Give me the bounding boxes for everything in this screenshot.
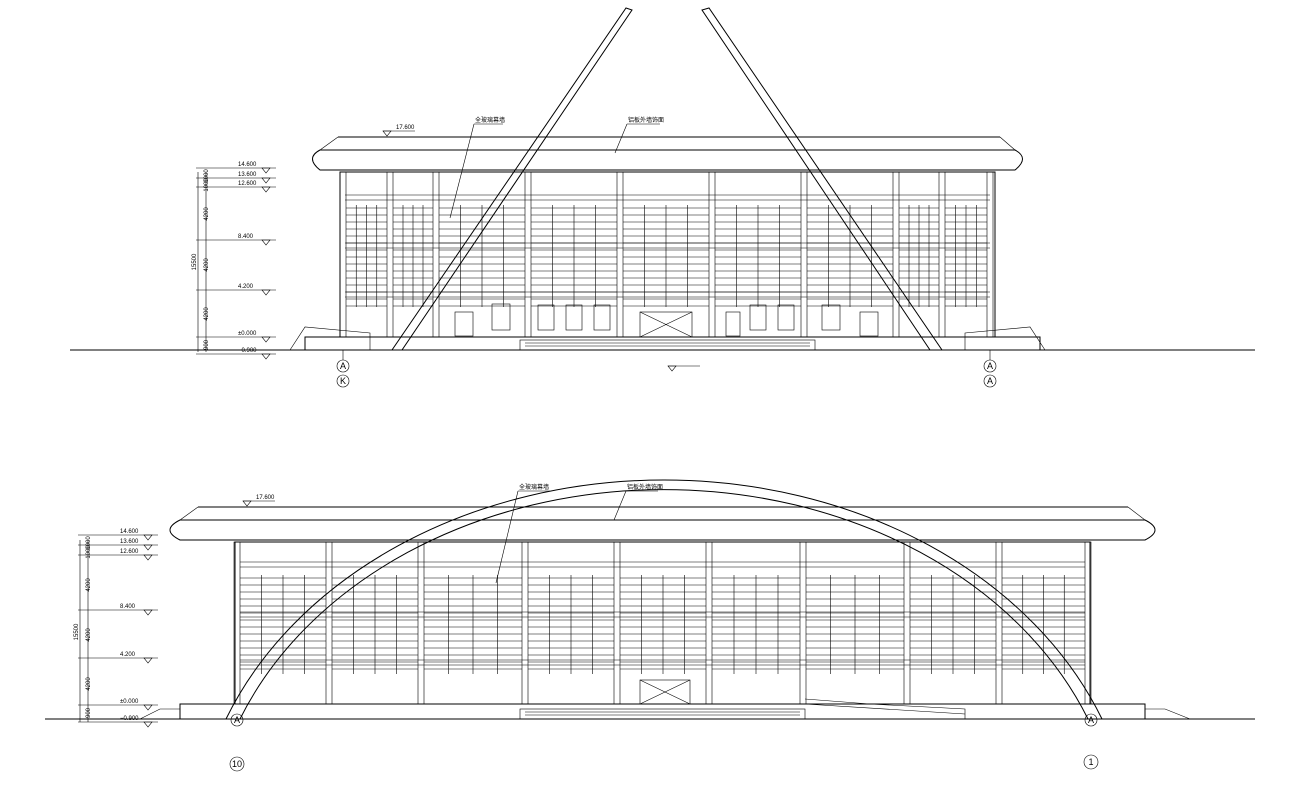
dim-label: 1000 bbox=[86, 536, 92, 550]
dim-label: 1000 bbox=[204, 178, 210, 192]
bottom-axis-3: 10 bbox=[232, 759, 242, 769]
top-roof-level: 17.600 bbox=[396, 125, 415, 131]
bottom-axis-4: 1 bbox=[1088, 757, 1093, 767]
level-label: ±0.000 bbox=[120, 699, 139, 705]
bottom-total-dim: 15500 bbox=[74, 623, 80, 640]
dim-label: 4200 bbox=[86, 578, 92, 592]
level-label: 14.600 bbox=[238, 162, 257, 168]
level-label: 12.600 bbox=[120, 549, 139, 555]
top-axis-4: A bbox=[987, 376, 993, 386]
top-elevation: 17.600 全玻璃幕墙 铝板外墙饰面 14.600 13.600 12.600 8.… bbox=[70, 7, 1255, 388]
bottom-axis-1: A bbox=[234, 715, 240, 725]
dim-label: 4200 bbox=[204, 207, 210, 221]
level-label: 4.200 bbox=[120, 652, 136, 658]
dim-label: 900 bbox=[86, 707, 92, 718]
level-label: 13.600 bbox=[120, 539, 139, 545]
dim-label: 4200 bbox=[86, 628, 92, 642]
level-label: 8.400 bbox=[238, 234, 254, 240]
dim-label: 1000 bbox=[204, 169, 210, 183]
level-label: 8.400 bbox=[120, 604, 136, 610]
level-label: −0.900 bbox=[120, 716, 139, 722]
top-axis-3: A bbox=[987, 361, 993, 371]
top-note-right: 铝板外墙饰面 bbox=[628, 116, 664, 124]
bottom-roof-level: 17.600 bbox=[256, 495, 275, 501]
level-label: 14.600 bbox=[120, 529, 139, 535]
top-total-dim: 15500 bbox=[192, 253, 198, 270]
level-label: 12.600 bbox=[238, 181, 257, 187]
bottom-axis-2: A bbox=[1088, 715, 1094, 725]
top-axis-2: K bbox=[340, 376, 346, 386]
level-label: 4.200 bbox=[238, 284, 254, 290]
level-label: 13.600 bbox=[238, 172, 257, 178]
dim-label: 1000 bbox=[86, 545, 92, 559]
top-axis-1: A bbox=[340, 361, 346, 371]
bottom-elevation: 17.600 全玻璃幕墙 铝板外墙饰面 14.600 13.600 12.600 8.… bbox=[45, 479, 1255, 772]
dim-label: 4200 bbox=[204, 258, 210, 272]
dim-label: 900 bbox=[204, 339, 210, 350]
dim-label: 4200 bbox=[204, 307, 210, 321]
top-note-left: 全玻璃幕墙 bbox=[475, 116, 505, 124]
bottom-note-left: 全玻璃幕墙 bbox=[519, 483, 549, 491]
level-label: −0.900 bbox=[238, 348, 257, 354]
dim-label: 4200 bbox=[86, 677, 92, 691]
bottom-note-right: 铝板外墙饰面 bbox=[627, 483, 663, 491]
level-label: ±0.000 bbox=[238, 331, 257, 337]
